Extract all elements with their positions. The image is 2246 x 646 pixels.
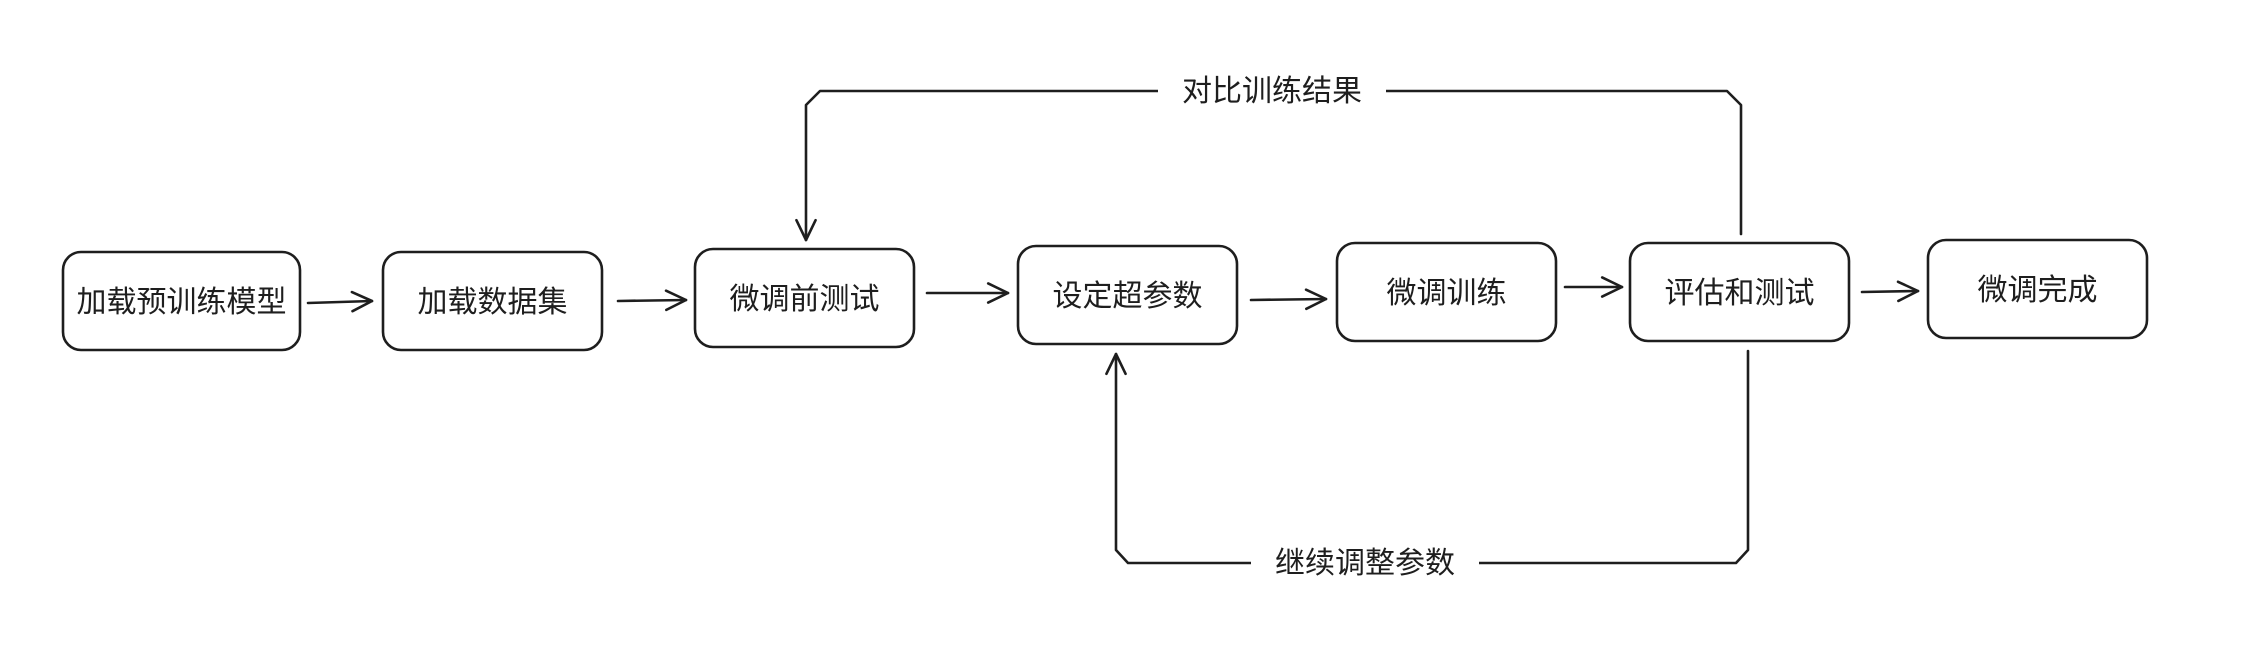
node-label: 设定超参数 (1053, 279, 1203, 314)
edge-label-background (1251, 540, 1479, 584)
node-load-dataset: 加载数据集 (381, 250, 604, 352)
node-set-hyperparams: 设定超参数 (1016, 244, 1239, 346)
node-box (1335, 241, 1558, 343)
arrowhead (664, 289, 688, 312)
node-label: 评估和测试 (1665, 276, 1815, 311)
arrowhead (1896, 280, 1920, 303)
edge-line (616, 298, 688, 303)
arrowhead (795, 218, 817, 242)
edge-load-model-to-load-dataset (306, 290, 374, 313)
node-label: 加载预训练模型 (77, 285, 287, 320)
node-box (61, 250, 302, 352)
edge-label-evaluate-test-to-set-hyperparams: 继续调整参数 (1251, 540, 1479, 584)
edge-pre-finetune-test-to-set-hyperparams (925, 282, 1010, 304)
edge-evaluate-test-to-set-hyperparams (1105, 349, 1750, 565)
edge-line (804, 89, 1743, 242)
node-label: 微调完成 (1978, 273, 2098, 308)
node-box (381, 250, 604, 352)
edge-label-text: 对比训练结果 (1182, 74, 1362, 109)
arrowhead (1304, 288, 1328, 311)
edge-line (1249, 297, 1328, 302)
arrowhead (986, 282, 1010, 304)
arrowhead (1105, 352, 1127, 376)
node-label: 微调前测试 (730, 282, 880, 317)
arrowhead (350, 290, 374, 313)
edge-evaluate-test-to-pre-finetune-test (795, 89, 1743, 242)
edge-set-hyperparams-to-finetune-train (1249, 288, 1328, 311)
node-evaluate-test: 评估和测试 (1628, 241, 1851, 343)
node-finetune-done: 微调完成 (1926, 238, 2149, 340)
node-label: 加载数据集 (418, 285, 568, 320)
edge-load-dataset-to-pre-finetune-test (616, 289, 688, 312)
node-box (1016, 244, 1239, 346)
nodes-layer: 加载预训练模型 加载数据集 微调前测试 设定超参数 微调训练 评估和测试 微调完成 (61, 238, 2149, 352)
edge-line (306, 299, 374, 305)
node-finetune-train: 微调训练 (1335, 241, 1558, 343)
node-pre-finetune-test: 微调前测试 (693, 247, 916, 349)
node-label: 微调训练 (1387, 276, 1507, 311)
edge-evaluate-test-to-finetune-done (1860, 280, 1920, 303)
edge-finetune-train-to-evaluate-test (1563, 276, 1624, 298)
node-box (1926, 238, 2149, 340)
node-box (1628, 241, 1851, 343)
edge-label-text: 继续调整参数 (1275, 546, 1455, 581)
edge-line (1114, 349, 1750, 565)
edge-line (1860, 289, 1920, 294)
arrowhead (1600, 276, 1624, 298)
edge-label-background (1158, 68, 1386, 112)
edge-label-evaluate-test-to-pre-finetune-test: 对比训练结果 (1158, 68, 1386, 112)
node-load-model: 加载预训练模型 (61, 250, 302, 352)
node-box (693, 247, 916, 349)
